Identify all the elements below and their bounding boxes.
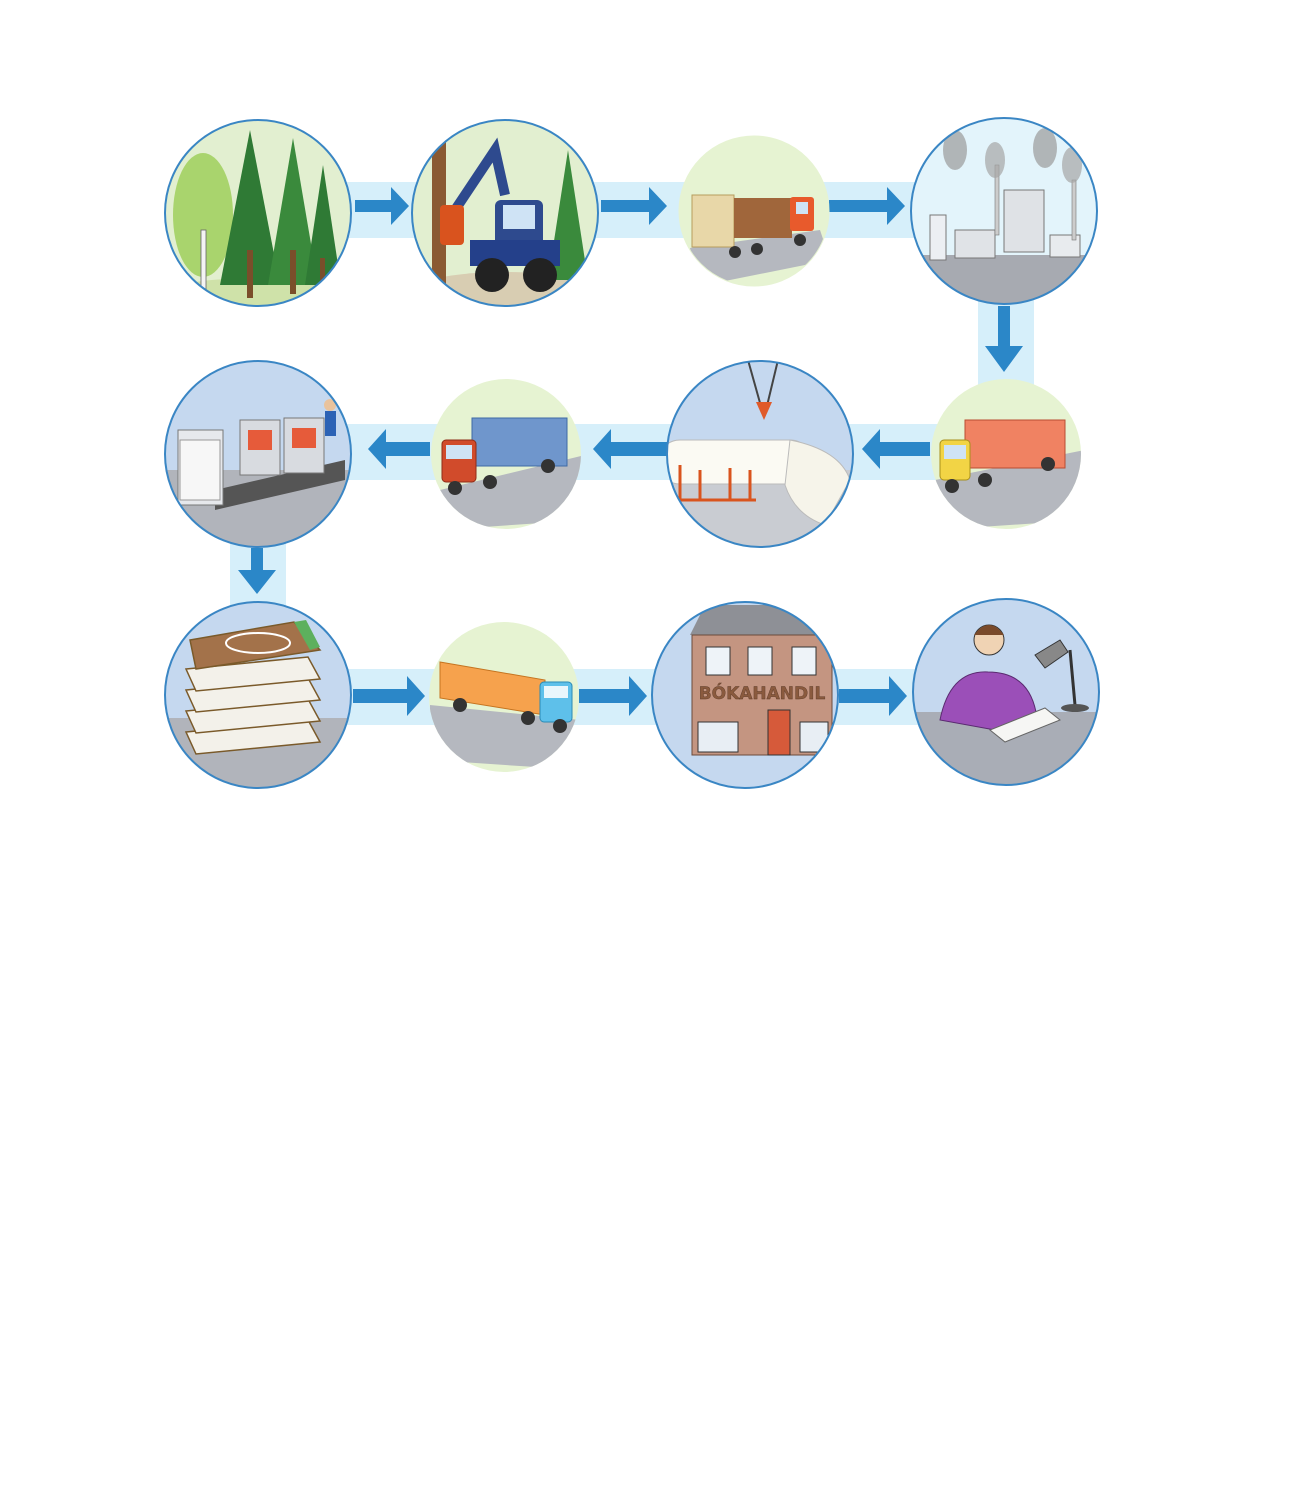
arrow-left-icon [593, 429, 667, 469]
log-truck-icon [690, 194, 829, 286]
truck-icon [440, 417, 581, 529]
arrow-right-icon [601, 187, 667, 225]
stage-printing-press [164, 360, 352, 548]
stage-log-truck [678, 135, 830, 287]
stage-truck-to-store [429, 622, 579, 772]
stage-paper-rolls [666, 360, 854, 548]
flow-arrows [238, 187, 1023, 716]
stage-truck-to-paper [931, 379, 1081, 529]
stage-books [164, 601, 352, 789]
bookstore-icon: BÓKAHANDIL [690, 605, 835, 756]
arrow-right-icon [579, 676, 647, 716]
arrow-down-icon [238, 548, 276, 594]
arrow-right-icon [353, 676, 425, 716]
harvester-icon [412, 120, 598, 306]
arrow-right-icon [829, 187, 905, 225]
arrow-left-icon [368, 429, 430, 469]
stage-truck-to-printer [431, 379, 581, 529]
stage-reader [912, 598, 1100, 786]
stage-harvester [411, 119, 599, 307]
bookstore-sign: BÓKAHANDIL [699, 682, 826, 704]
stage-forest [164, 119, 352, 307]
truck-icon [430, 661, 579, 770]
truck-icon [935, 419, 1081, 529]
stage-paper-mill [910, 117, 1098, 305]
printing-press-icon [165, 399, 351, 547]
arrow-left-icon [862, 429, 930, 469]
arrow-down-icon [985, 306, 1023, 372]
arrow-right-icon [355, 187, 409, 225]
arrow-right-icon [839, 676, 907, 716]
stage-bookstore: BÓKAHANDIL [651, 601, 839, 789]
